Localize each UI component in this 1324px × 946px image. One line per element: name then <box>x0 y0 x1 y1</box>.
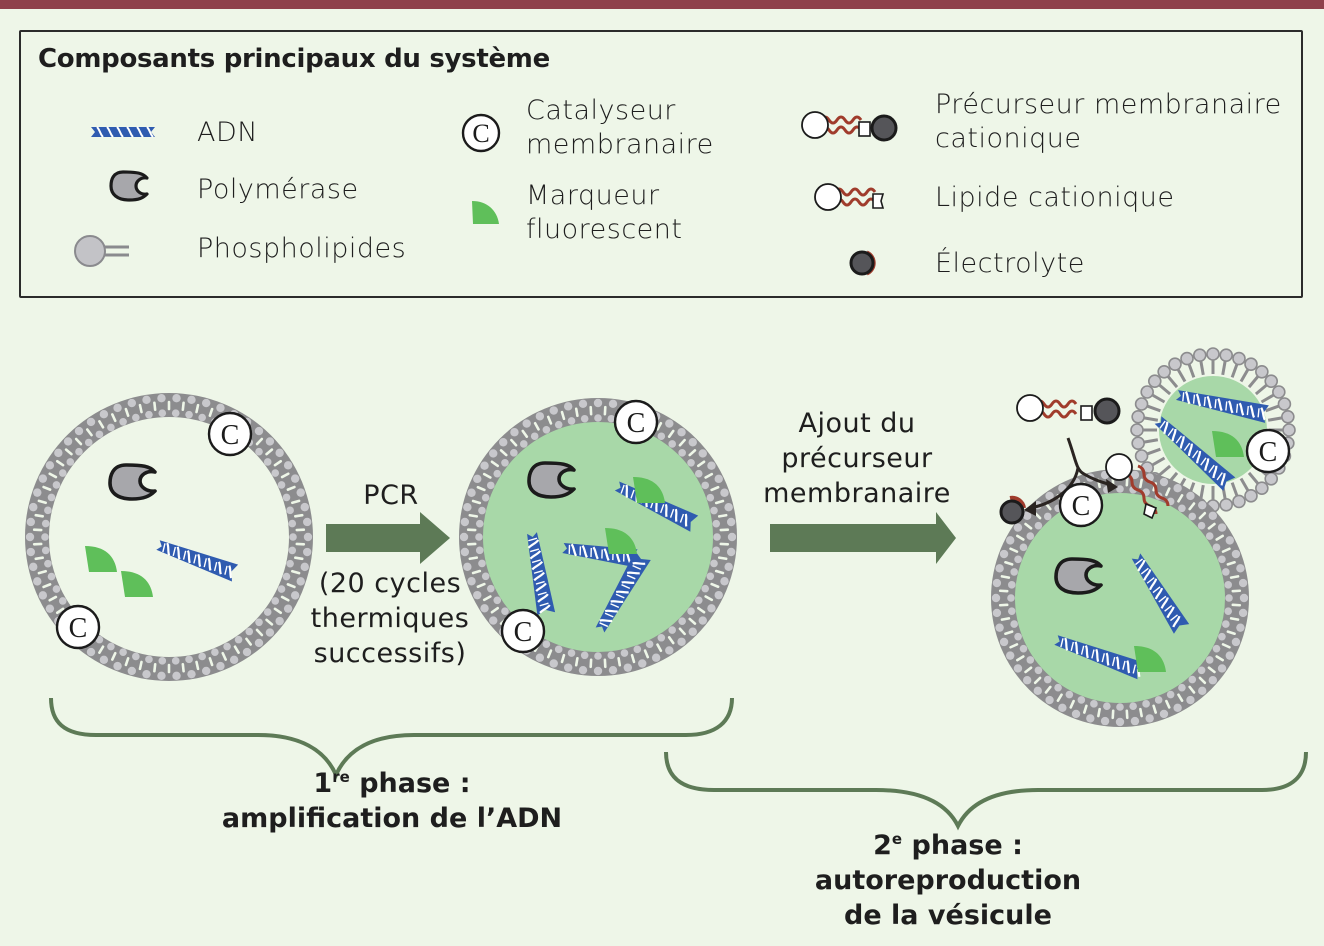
catalyst-icon: C <box>1058 482 1104 528</box>
legend-label-phospholipides: Phospholipides <box>197 233 407 264</box>
svg-text:C: C <box>472 119 489 148</box>
legend-label-polymerase: Polymérase <box>197 174 359 205</box>
electrolyte-icon <box>999 495 1026 525</box>
precursor-reaction: C <box>999 394 1170 528</box>
dna-strand <box>91 126 155 138</box>
catalyst-icon: C <box>1245 428 1291 474</box>
dna-icon <box>1054 553 1190 680</box>
polymerase-icon <box>109 170 149 202</box>
dna-strand <box>1131 553 1190 634</box>
svg-text:C: C <box>627 408 646 439</box>
vesicle-daughter: C <box>1130 347 1296 513</box>
catalyst-icon: C <box>500 608 546 654</box>
dna-icon <box>91 126 155 138</box>
vesicle-growing <box>991 469 1249 727</box>
phase1-brace <box>49 697 734 780</box>
vesicle-amplified: C C <box>459 398 737 676</box>
svg-text:C: C <box>221 420 240 451</box>
lipid-bilayer-membrane <box>25 393 313 681</box>
svg-text:C: C <box>1072 491 1091 522</box>
dna-strand <box>1154 416 1236 491</box>
svg-text:C: C <box>69 613 88 644</box>
precursor-addition-arrow <box>770 512 956 564</box>
svg-text:C: C <box>514 617 533 648</box>
precursor-addition-label: Ajout du précurseur membranaire <box>763 408 951 509</box>
legend-label-cationic-lipid: Lipide cationique <box>935 182 1175 213</box>
cationic-membrane-precursor-icon <box>1016 394 1121 425</box>
catalyst-icon: C <box>461 113 501 153</box>
dna-strand <box>156 540 239 582</box>
legend-label-adn: ADN <box>197 117 258 148</box>
fluorescent-marker-icon <box>472 201 499 224</box>
legend-panel: Composants principaux du système ADN Pol… <box>19 30 1303 298</box>
pcr-arrow <box>326 512 450 564</box>
lipid-bilayer-membrane <box>991 469 1249 727</box>
dna-strand <box>1175 390 1269 423</box>
top-accent-bar <box>0 0 1324 9</box>
cationic-membrane-precursor-icon <box>801 111 898 142</box>
dna-icon <box>156 540 239 582</box>
cationic-lipid-icon <box>814 183 885 211</box>
phase2-brace <box>664 751 1308 831</box>
phase2-label: 2e phase : autoreproduction de la vésicu… <box>814 830 1082 931</box>
catalyst-icon: C <box>613 399 659 445</box>
electrolyte-icon <box>849 250 876 276</box>
legend-label-electrolyte: Électrolyte <box>935 248 1085 279</box>
legend-label-precursor: Précurseur membranaire cationique <box>935 89 1282 154</box>
dna-icon <box>1154 390 1269 491</box>
reaction-arrow <box>1066 437 1115 488</box>
phase1-label: 1re phase : amplification de l’ADN <box>221 768 563 834</box>
cationic-lipid-icon <box>1105 453 1170 520</box>
vesicle-initial: C C <box>25 393 313 681</box>
legend-label-marker: Marqueur fluorescent <box>526 180 683 245</box>
dna-strand <box>1054 635 1144 680</box>
lipid-bilayer-membrane <box>459 398 737 676</box>
legend-title: Composants principaux du système <box>38 44 550 74</box>
catalyst-icon: C <box>207 411 253 457</box>
svg-text:C: C <box>1259 437 1278 468</box>
dna-strand <box>595 551 651 633</box>
pcr-label: PCR <box>363 480 419 511</box>
pcr-note: (20 cycles thermiques successifs) <box>310 568 470 669</box>
catalyst-icon: C <box>55 604 101 650</box>
phospholipid-icon <box>74 235 129 267</box>
legend-label-catalyst: Catalyseur membranaire <box>526 95 714 160</box>
dna-strand <box>527 532 556 616</box>
